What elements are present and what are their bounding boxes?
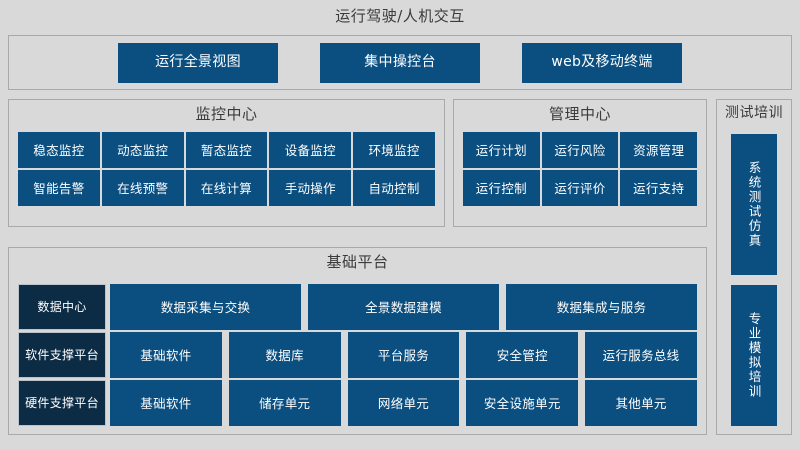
- manage-center-grid: 运行计划 运行风险 资源管理 运行控制 运行评价 运行支持: [463, 132, 698, 206]
- base-item-other-unit[interactable]: 其他单元: [585, 380, 697, 426]
- test-training-stack: 系统测试仿真 专业模拟培训: [731, 134, 777, 426]
- base-item-storage-unit[interactable]: 储存单元: [228, 380, 341, 426]
- monitor-item-online-warning[interactable]: 在线预警: [101, 170, 184, 206]
- base-item-database[interactable]: 数据库: [228, 332, 341, 378]
- manage-item-operation-risk[interactable]: 运行风险: [541, 132, 619, 168]
- base-row-label-data-center[interactable]: 数据中心: [18, 284, 106, 330]
- top-item-central-console[interactable]: 集中操控台: [320, 42, 480, 83]
- base-platform-title: 基础平台: [326, 253, 389, 271]
- base-platform-panel: 基础平台 数据中心 数据采集与交换 全景数据建模 数据集成与服务 软件支撑平台 …: [8, 247, 707, 435]
- base-row-items-data-center: 数据采集与交换 全景数据建模 数据集成与服务: [110, 284, 697, 330]
- manage-center-panel: 管理中心 运行计划 运行风险 资源管理 运行控制 运行评价 运行支持: [453, 99, 707, 227]
- base-row-label-software-support[interactable]: 软件支撑平台: [18, 332, 106, 378]
- manage-item-resource-management[interactable]: 资源管理: [620, 132, 698, 168]
- base-item-panoramic-data-modeling[interactable]: 全景数据建模: [308, 284, 499, 330]
- base-row-items-hardware-support: 基础软件 储存单元 网络单元 安全设施单元 其他单元: [110, 380, 697, 426]
- monitor-item-automatic-control[interactable]: 自动控制: [353, 170, 435, 206]
- base-item-security-management[interactable]: 安全管控: [466, 332, 579, 378]
- monitor-item-equipment[interactable]: 设备监控: [269, 132, 352, 168]
- manage-center-title: 管理中心: [548, 105, 611, 123]
- manage-item-operation-plan[interactable]: 运行计划: [463, 132, 540, 168]
- manage-item-operation-control[interactable]: 运行控制: [463, 170, 540, 206]
- base-platform-row-software-support: 软件支撑平台 基础软件 数据库 平台服务 安全管控 运行服务总线: [18, 332, 697, 378]
- manage-item-operation-support[interactable]: 运行支持: [620, 170, 698, 206]
- monitor-item-environment[interactable]: 环境监控: [353, 132, 435, 168]
- manage-item-operation-evaluation[interactable]: 运行评价: [541, 170, 619, 206]
- monitor-item-smart-alarm[interactable]: 智能告警: [18, 170, 100, 206]
- monitor-center-title: 监控中心: [195, 105, 258, 123]
- base-platform-row-hardware-support: 硬件支撑平台 基础软件 储存单元 网络单元 安全设施单元 其他单元: [18, 380, 697, 426]
- monitor-item-manual-operation[interactable]: 手动操作: [269, 170, 352, 206]
- monitor-center-panel: 监控中心 稳态监控 动态监控 暂态监控 设备监控 环境监控 智能告警 在线预警 …: [8, 99, 445, 227]
- base-item-platform-service[interactable]: 平台服务: [347, 332, 460, 378]
- monitor-item-online-computation[interactable]: 在线计算: [185, 170, 268, 206]
- base-item-basic-software[interactable]: 基础软件: [110, 332, 222, 378]
- top-layer-row: 运行全景视图 集中操控台 web及移动终端: [9, 36, 791, 89]
- monitor-item-steady-state[interactable]: 稳态监控: [18, 132, 100, 168]
- monitor-center-row-2: 智能告警 在线预警 在线计算 手动操作 自动控制: [18, 170, 435, 206]
- monitor-center-row-1: 稳态监控 动态监控 暂态监控 设备监控 环境监控: [18, 132, 435, 168]
- page-title: 运行驾驶/人机交互: [335, 7, 465, 25]
- monitor-center-grid: 稳态监控 动态监控 暂态监控 设备监控 环境监控 智能告警 在线预警 在线计算 …: [18, 132, 435, 206]
- base-item-basic-software-hw[interactable]: 基础软件: [110, 380, 222, 426]
- test-training-title: 测试培训: [725, 105, 783, 121]
- top-layer-panel: 运行全景视图 集中操控台 web及移动终端: [8, 35, 792, 90]
- base-platform-row-data-center: 数据中心 数据采集与交换 全景数据建模 数据集成与服务: [18, 284, 697, 330]
- base-row-items-software-support: 基础软件 数据库 平台服务 安全管控 运行服务总线: [110, 332, 697, 378]
- monitor-item-transient[interactable]: 暂态监控: [185, 132, 268, 168]
- base-platform-rows: 数据中心 数据采集与交换 全景数据建模 数据集成与服务 软件支撑平台 基础软件 …: [18, 284, 697, 426]
- test-training-panel: 测试培训 系统测试仿真 专业模拟培训: [716, 99, 792, 435]
- top-item-web-mobile-terminal[interactable]: web及移动终端: [522, 42, 682, 83]
- base-item-data-integration-service[interactable]: 数据集成与服务: [506, 284, 697, 330]
- base-item-security-facility-unit[interactable]: 安全设施单元: [466, 380, 579, 426]
- manage-center-row-1: 运行计划 运行风险 资源管理: [463, 132, 698, 168]
- top-item-panorama-view[interactable]: 运行全景视图: [118, 42, 278, 83]
- base-row-label-hardware-support[interactable]: 硬件支撑平台: [18, 380, 106, 426]
- side-item-system-test-simulation[interactable]: 系统测试仿真: [731, 134, 777, 275]
- manage-center-row-2: 运行控制 运行评价 运行支持: [463, 170, 698, 206]
- base-item-data-collection-exchange[interactable]: 数据采集与交换: [110, 284, 301, 330]
- monitor-item-dynamic[interactable]: 动态监控: [101, 132, 184, 168]
- base-item-operation-service-bus[interactable]: 运行服务总线: [585, 332, 697, 378]
- side-item-professional-simulation-training[interactable]: 专业模拟培训: [731, 285, 777, 426]
- base-item-network-unit[interactable]: 网络单元: [347, 380, 460, 426]
